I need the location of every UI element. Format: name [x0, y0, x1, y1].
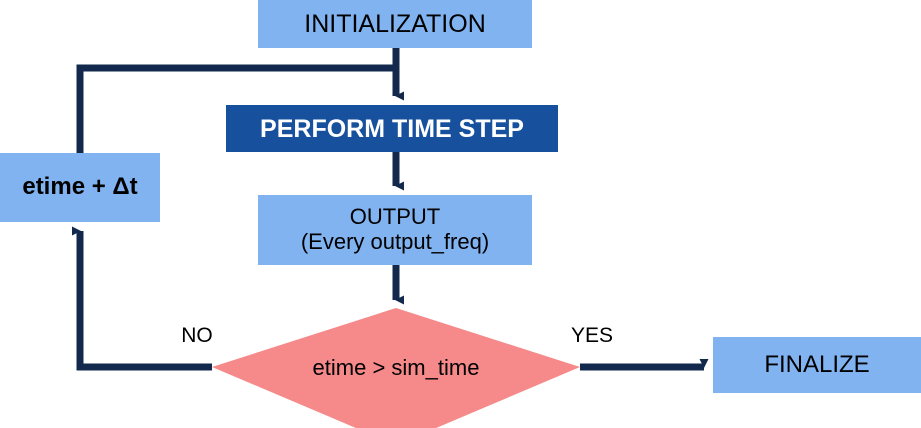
node-perform-time-step: [226, 105, 558, 152]
node-initialization: [258, 0, 532, 48]
node-output: [258, 195, 532, 265]
node-decision-diamond: [212, 308, 580, 428]
edge-increment-to-timestep: [76, 64, 396, 153]
node-finalize: [713, 337, 921, 393]
node-increment: [0, 153, 160, 222]
edge-no-to-increment: [72, 226, 212, 371]
